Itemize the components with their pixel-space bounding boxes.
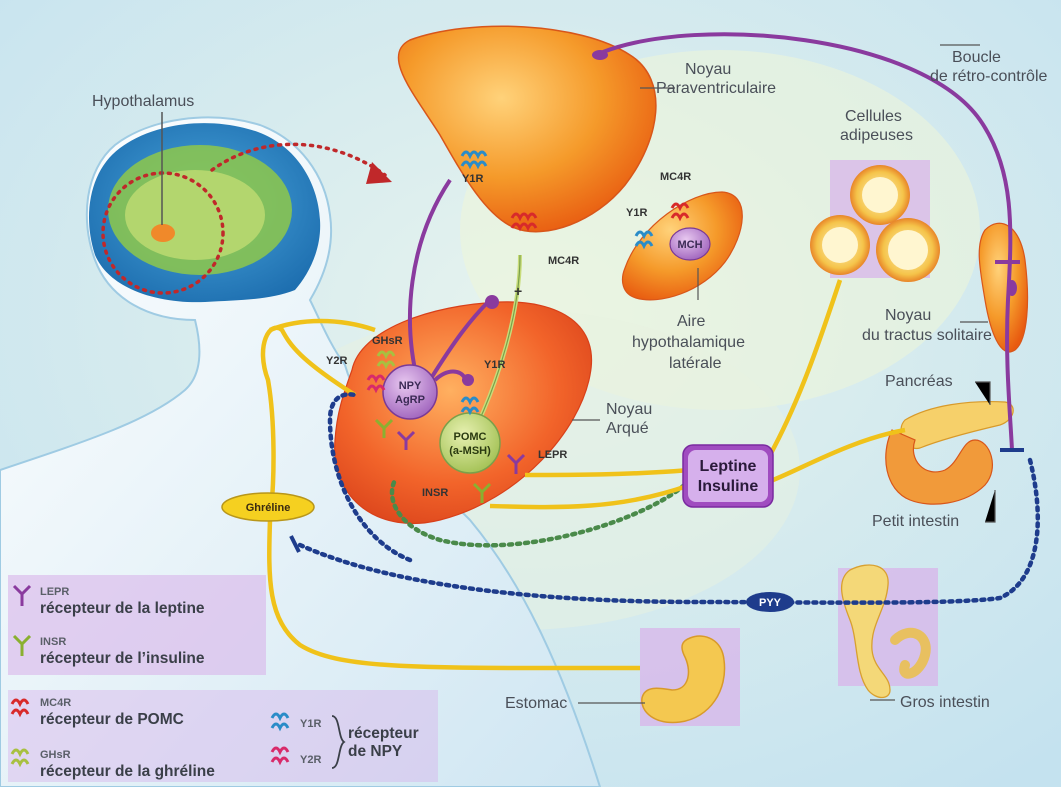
large-intestine-label: Gros intestin xyxy=(900,694,990,711)
legend-ghsr-text: récepteur de la ghréline xyxy=(40,763,215,780)
y1r-arc-tag: Y1R xyxy=(484,359,505,371)
agrp-label: AgRP xyxy=(395,394,425,406)
feedback-label-2: de rétro-contrôle xyxy=(930,68,1047,85)
arcuate-label-1: Noyau xyxy=(606,401,652,418)
legend-insr-code: INSR xyxy=(40,636,66,648)
legend-mc4r-code: MC4R xyxy=(40,697,71,709)
legend-y1r-code: Y1R xyxy=(300,718,321,730)
y1r-mid-tag: Y1R xyxy=(626,207,647,219)
plus-sign: + xyxy=(514,283,522,299)
hypothalamus-spot xyxy=(151,224,175,242)
paraventricular-label-2: Paraventriculaire xyxy=(656,80,776,97)
brain-inner xyxy=(125,170,265,260)
insr-tag: INSR xyxy=(422,487,448,499)
legend-ghsr-code: GHsR xyxy=(40,749,71,761)
adipose-label-1: Cellules xyxy=(845,108,902,125)
hypothalamus-label: Hypothalamus xyxy=(92,93,194,110)
mch-label: MCH xyxy=(677,239,702,251)
feedback-terminal xyxy=(592,50,608,60)
legend-npy-text-2: de NPY xyxy=(348,743,403,760)
npy-y1r-terminal xyxy=(462,374,474,386)
npy-terminal xyxy=(485,295,499,309)
lepr-tag: LEPR xyxy=(538,449,567,461)
solitary-label-2: du tractus solitaire xyxy=(862,327,992,344)
pomc-neuron xyxy=(440,413,500,473)
pomc-label: POMC xyxy=(454,431,487,443)
fat-cell-core xyxy=(862,177,898,213)
adipose-label-2: adipeuses xyxy=(840,127,913,144)
ghsr-tag: GHsR xyxy=(372,335,403,347)
solitary-label-1: Noyau xyxy=(885,307,931,324)
feedback-label-1: Boucle xyxy=(952,49,1001,66)
legend-insr-text: récepteur de l’insuline xyxy=(40,650,205,667)
paraventricular-label-1: Noyau xyxy=(685,61,731,78)
arcuate-label-2: Arqué xyxy=(606,420,649,437)
lateral-label-1: Aire xyxy=(677,313,706,330)
fat-cell-core xyxy=(888,230,928,270)
small-intestine-label: Petit intestin xyxy=(872,513,959,530)
lateral-label-2: hypothalamique xyxy=(632,334,745,351)
mc4r-top-tag: MC4R xyxy=(548,255,579,267)
pancreas-label: Pancréas xyxy=(885,373,953,390)
insulin-label: Insuline xyxy=(698,478,759,495)
legend-npy-text-1: récepteur xyxy=(348,725,419,742)
solitary-terminal xyxy=(1007,280,1017,296)
y2r-tag: Y2R xyxy=(326,355,347,367)
leptin-label: Leptine xyxy=(700,458,757,475)
stomach-label: Estomac xyxy=(505,695,567,712)
legend-mc4r-text: récepteur de POMC xyxy=(40,711,184,728)
mc4r-mid-tag: MC4R xyxy=(660,171,691,183)
amsh-label: (a-MSH) xyxy=(449,445,491,457)
npy-agrp-neuron xyxy=(383,365,437,419)
y1r-top-tag: Y1R xyxy=(462,173,483,185)
legend-y2r-code: Y2R xyxy=(300,754,321,766)
pyy-label: PYY xyxy=(759,597,782,609)
npy-label: NPY xyxy=(399,380,422,392)
legend-lepr-text: récepteur de la leptine xyxy=(40,600,205,617)
legend-lepr-code: LEPR xyxy=(40,586,69,598)
lateral-label-3: latérale xyxy=(669,355,722,372)
fat-cell-core xyxy=(822,227,858,263)
ghrelin-label: Ghréline xyxy=(246,502,291,514)
